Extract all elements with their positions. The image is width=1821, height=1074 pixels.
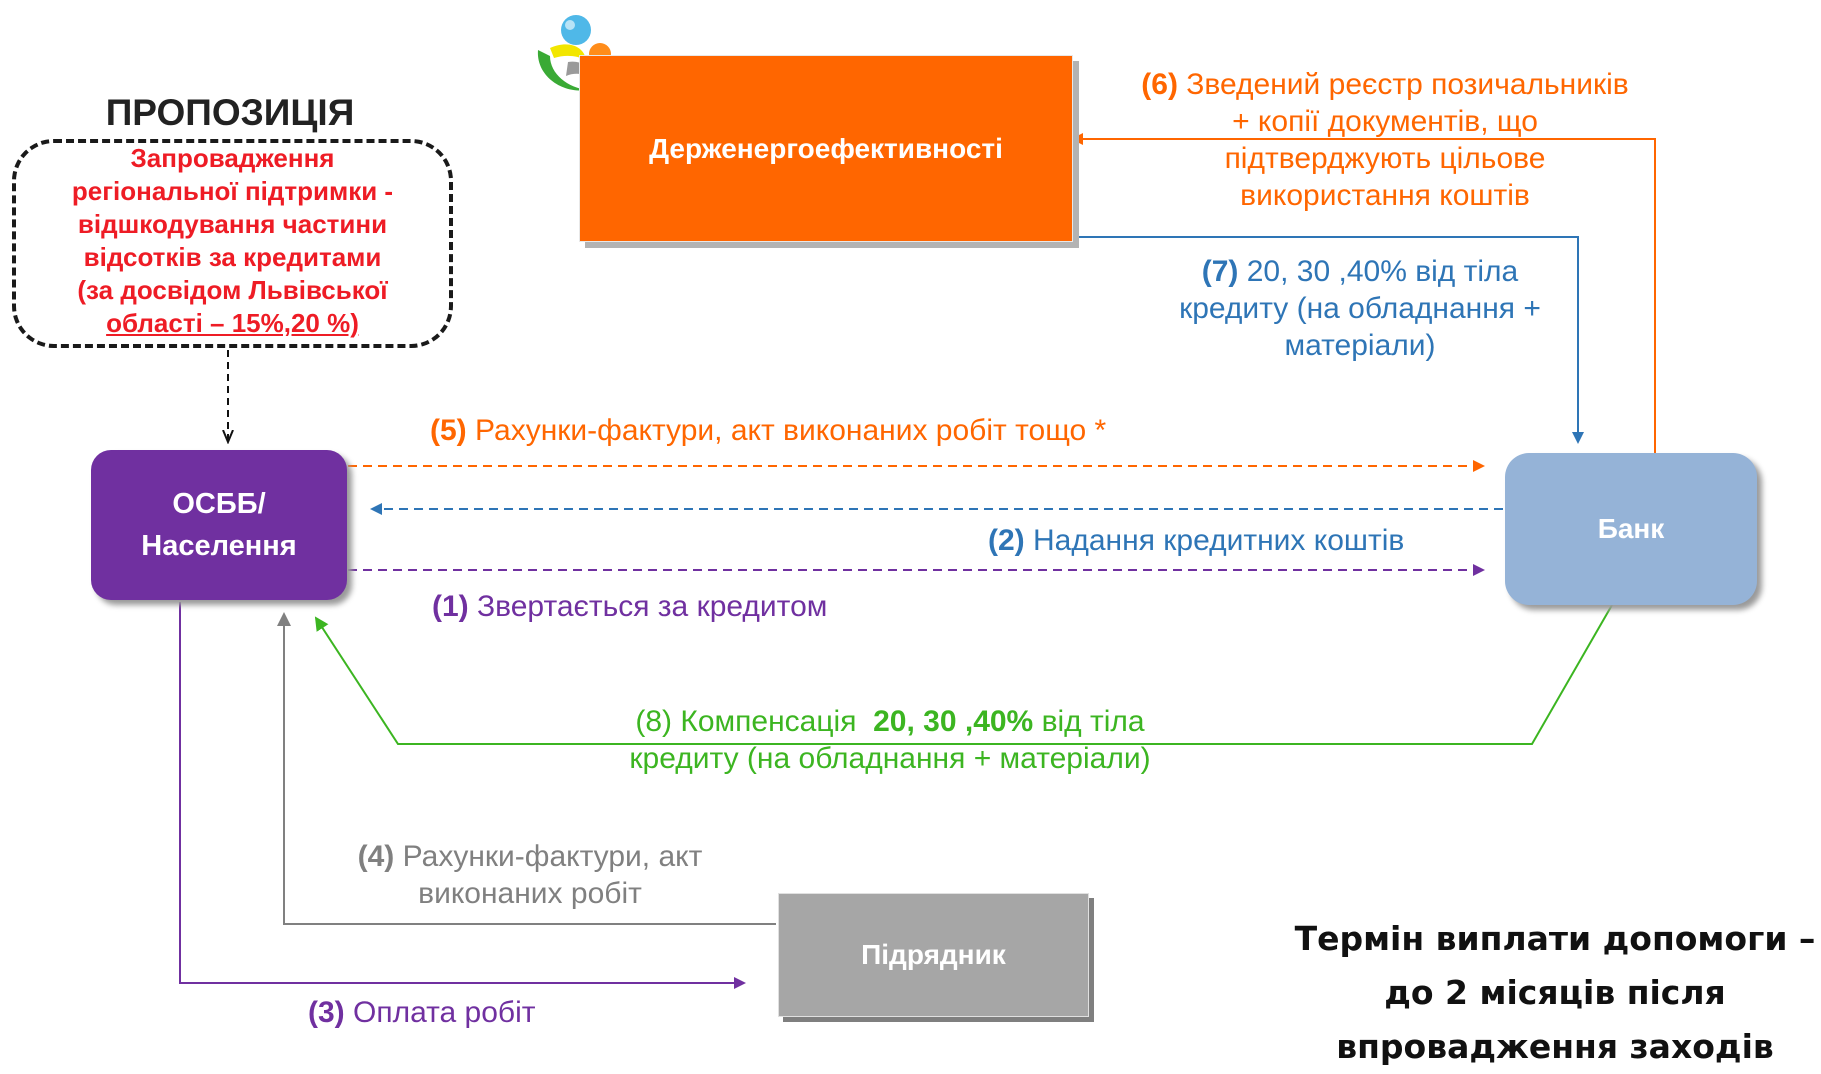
flow-2-text: Надання кредитних коштів bbox=[1033, 524, 1405, 557]
flow-5-label: (5) Рахунки-фактури, акт виконаних робіт… bbox=[430, 412, 1106, 449]
flow-1-label: (1) Звертається за кредитом bbox=[432, 588, 827, 625]
flow-8-number: (8) bbox=[635, 705, 673, 738]
payment-term-note: Термін виплати допомоги – до 2 місяців п… bbox=[1285, 912, 1821, 1074]
contractor-node: Підрядник bbox=[778, 893, 1089, 1017]
payment-term-line: впровадження заходів bbox=[1336, 1027, 1774, 1066]
proposal-line: (за досвідом Львівської bbox=[77, 275, 388, 305]
flow-3-label: (3) Оплата робіт bbox=[308, 994, 536, 1031]
osbb-label-line2: Населення bbox=[141, 530, 297, 562]
proposal-line: Запровадження bbox=[130, 143, 335, 173]
payment-term-line: Термін виплати допомоги – bbox=[1294, 919, 1816, 958]
flow-8-percent: 20, 30 ,40% bbox=[873, 705, 1034, 738]
flow-2-number: (2) bbox=[988, 524, 1025, 557]
flow-6-text: Зведений реєстр позичальників bbox=[1186, 68, 1629, 101]
flow-6-number: (6) bbox=[1141, 68, 1178, 101]
flow-4-number: (4) bbox=[357, 840, 395, 873]
flow-2-label: (2) Надання кредитних коштів bbox=[988, 522, 1404, 559]
flow-7-text: матеріали) bbox=[1284, 329, 1436, 362]
payment-term-line: до 2 місяців після bbox=[1384, 973, 1726, 1012]
flow-connectors bbox=[179, 133, 1656, 989]
flow-5-number: (5) bbox=[430, 414, 467, 447]
contractor-label: Підрядник bbox=[861, 939, 1006, 970]
proposal-title: ПРОПОЗИЦІЯ bbox=[105, 92, 355, 133]
flow-3-line bbox=[179, 602, 746, 989]
flow-7-text: кредиту (на обладнання + bbox=[1179, 292, 1541, 325]
flow-7-text: 20, 30 ,40% від тіла bbox=[1246, 255, 1519, 288]
proposal-text: Запровадження регіональної підтримки - в… bbox=[12, 142, 453, 340]
agency-label: Держенергоефективності bbox=[649, 132, 1003, 164]
flow-8-line bbox=[314, 604, 1613, 745]
flow-6-text: підтверджують цільове bbox=[1224, 142, 1546, 175]
flow-3-text: Оплата робіт bbox=[353, 996, 536, 1029]
flow-1-text: Звертається за кредитом bbox=[477, 590, 828, 623]
flow-3-number: (3) bbox=[308, 996, 345, 1029]
flow-6-label: (6) Зведений реєстр позичальників + копі… bbox=[1100, 66, 1670, 214]
flow-4-line bbox=[277, 612, 776, 925]
flow-4-text: виконаних робіт bbox=[418, 877, 642, 910]
flow-4-label: (4) Рахунки-фактури, акт виконаних робіт bbox=[330, 838, 730, 912]
bank-node: Банк bbox=[1505, 453, 1757, 605]
bank-label: Банк bbox=[1597, 513, 1665, 544]
flow-7-label: (7) 20, 30 ,40% від тіла кредиту (на обл… bbox=[1150, 253, 1570, 364]
flow-5-text: Рахунки-фактури, акт виконаних робіт тощ… bbox=[475, 414, 1107, 447]
flow-6-line bbox=[1071, 133, 1656, 453]
flow-1-number: (1) bbox=[432, 590, 469, 623]
flow-4-text: Рахунки-фактури, акт bbox=[402, 840, 703, 873]
flow-8-text: Компенсація bbox=[680, 705, 857, 738]
flow-8-text: кредиту (на обладнання + матеріали) bbox=[629, 742, 1151, 775]
flow-8-label: (8) Компенсація 20, 30 ,40% від тіла кре… bbox=[610, 703, 1170, 777]
osbb-label-line1: ОСББ/ bbox=[172, 488, 266, 520]
flow-7-number: (7) bbox=[1201, 255, 1239, 288]
flow-6-text: використання коштів bbox=[1240, 179, 1530, 212]
flow-8-text: від тіла bbox=[1041, 705, 1145, 738]
proposal-line: області – 15%,20 %) bbox=[106, 308, 359, 338]
proposal-line: відшкодування частини bbox=[77, 209, 388, 239]
agency-node: Держенергоефективності bbox=[579, 55, 1073, 242]
osbb-node: ОСББ/ Населення bbox=[91, 450, 347, 600]
proposal-line: відсотків за кредитами bbox=[83, 242, 382, 272]
flow-6-text: + копії документів, що bbox=[1232, 105, 1538, 138]
flow-7-line bbox=[1072, 236, 1584, 444]
proposal-line: регіональної підтримки - bbox=[71, 176, 394, 206]
proposal-frame bbox=[12, 139, 453, 348]
